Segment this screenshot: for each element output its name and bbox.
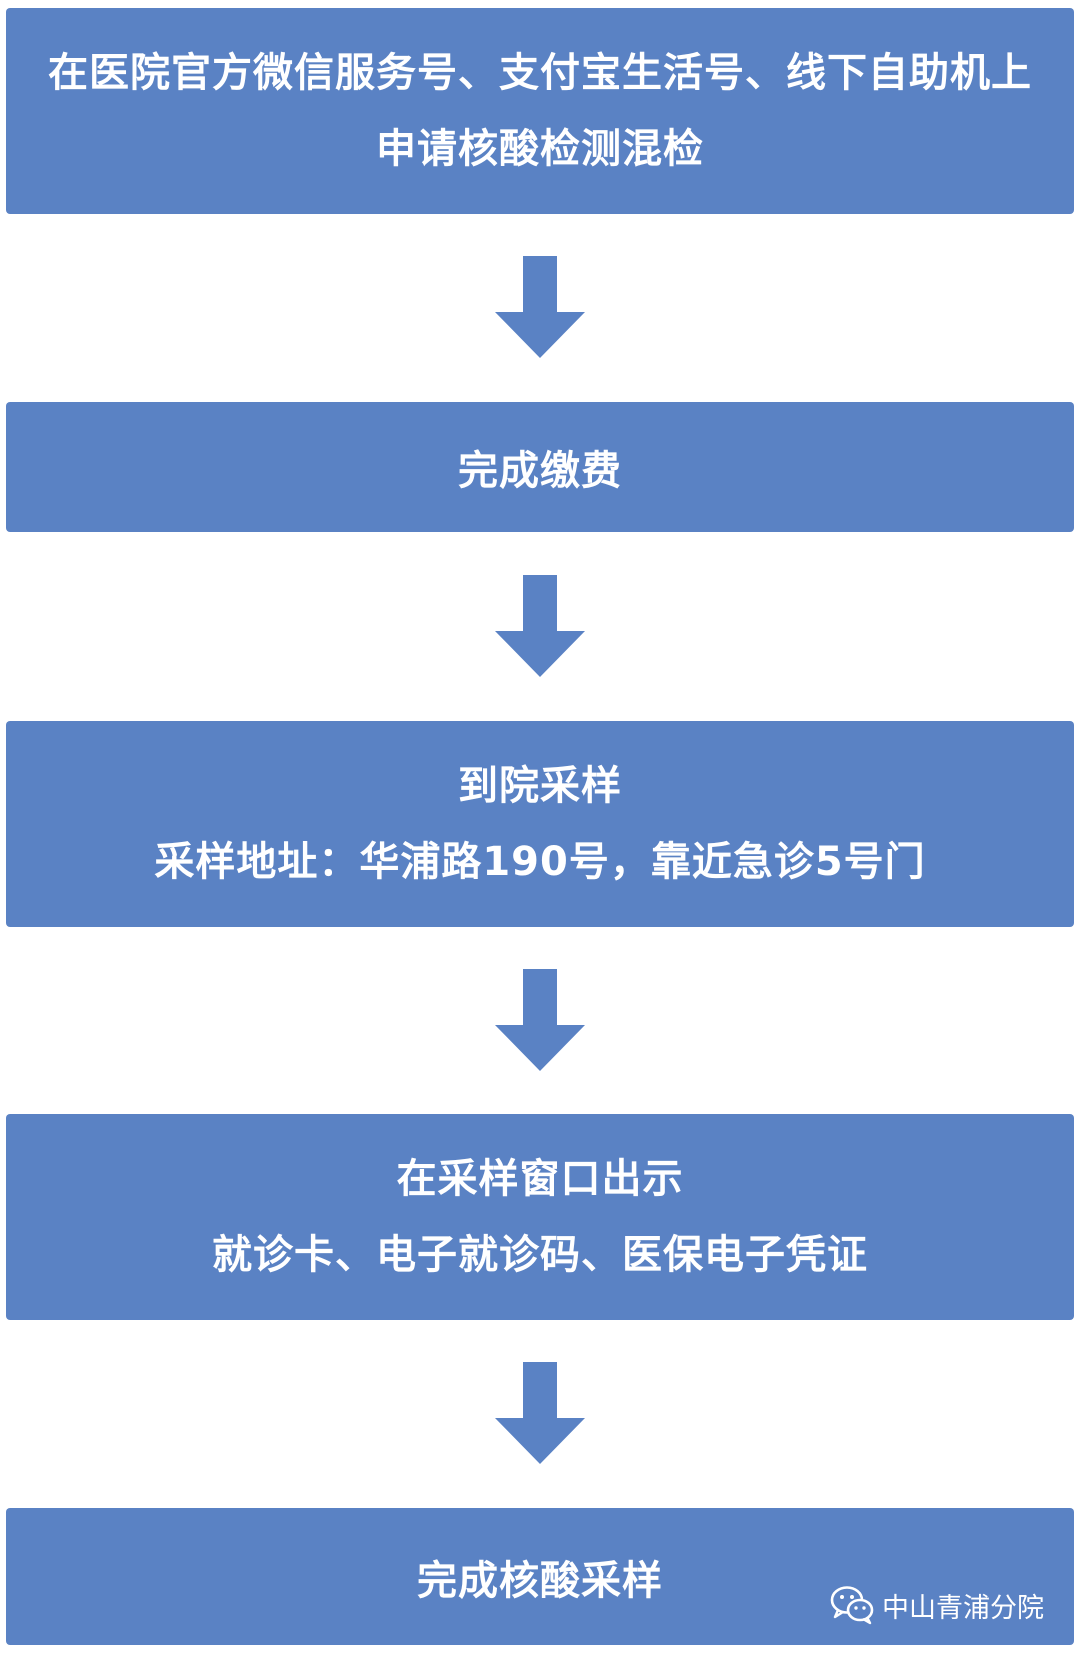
step-1-line-1: 在医院官方微信服务号、支付宝生活号、线下自助机上 <box>48 50 1032 96</box>
down-arrow-icon <box>495 1362 585 1464</box>
wechat-icon <box>830 1585 874 1625</box>
down-arrow-icon <box>495 969 585 1071</box>
step-4-line-2: 就诊卡、电子就诊码、医保电子凭证 <box>212 1232 868 1278</box>
step-3-sampling-box: 到院采样 采样地址：华浦路190号，靠近急诊5号门 <box>6 721 1074 927</box>
step-3-line-2: 采样地址：华浦路190号，靠近急诊5号门 <box>154 839 926 885</box>
watermark: 中山青浦分院 <box>830 1582 1044 1628</box>
step-1-line-2: 申请核酸检测混检 <box>376 126 704 172</box>
down-arrow-icon <box>495 575 585 677</box>
step-2-payment-box: 完成缴费 <box>6 402 1074 532</box>
step-1-apply-box: 在医院官方微信服务号、支付宝生活号、线下自助机上 申请核酸检测混检 <box>6 8 1074 214</box>
step-4-line-1: 在采样窗口出示 <box>396 1156 684 1202</box>
down-arrow-icon <box>495 256 585 358</box>
step-5-line-1: 完成核酸采样 <box>417 1557 663 1604</box>
step-3-line-1: 到院采样 <box>458 763 622 809</box>
step-5-complete-box: 完成核酸采样 <box>6 1508 1074 1645</box>
step-2-line-1: 完成缴费 <box>458 448 622 494</box>
watermark-text: 中山青浦分院 <box>882 1592 1044 1624</box>
step-4-present-box: 在采样窗口出示 就诊卡、电子就诊码、医保电子凭证 <box>6 1114 1074 1320</box>
